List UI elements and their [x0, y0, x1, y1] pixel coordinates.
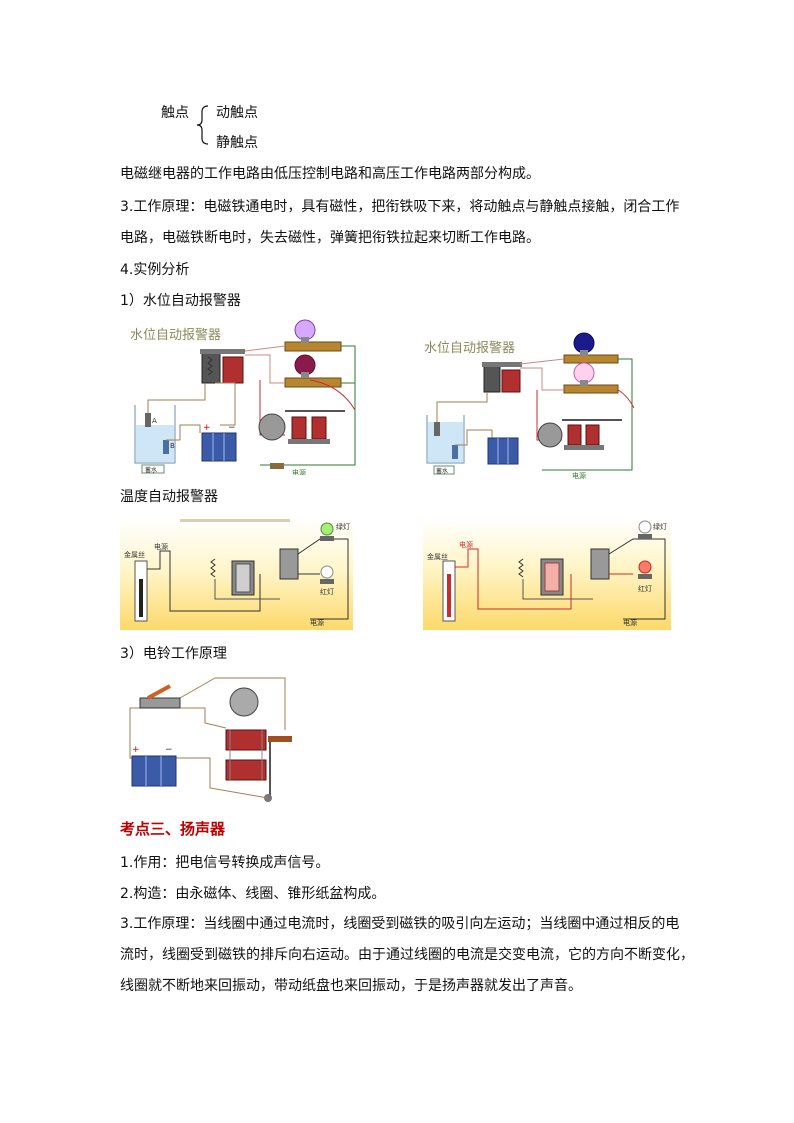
touch-point-label: 触点 [161, 105, 189, 121]
red-lamp-icon-1 [320, 565, 334, 579]
green-lamp-off-icon [638, 520, 652, 534]
temp-alarm-diagram-2: 金属丝 电源 绿灯 红灯 电源 [423, 519, 671, 630]
svg-text:电源: 电源 [623, 618, 637, 627]
bell-dome-icon [229, 687, 259, 717]
section3-title: 考点三、扬声器 [120, 820, 226, 838]
red-lamp-label-2: 红灯 [638, 584, 652, 593]
svg-text:电源: 电源 [154, 542, 168, 551]
svg-text:电源: 电源 [459, 540, 473, 549]
water-alarm-diagram-2: 水位自动报警器 蓄水 [422, 330, 642, 480]
tank-label-1: 蓄水 [145, 466, 157, 474]
green-lamp-label-2: 绿灯 [653, 522, 667, 531]
battery-icon-1 [201, 432, 237, 462]
speaker-item-3-line-3: 线圈就不断地来回振动，带动纸盘也来回振动，于是扬声器就发出了声音。 [120, 978, 582, 994]
example-heading: 4.实例分析 [120, 262, 190, 278]
green-lamp-icon [320, 522, 334, 536]
bell-heading: 3）电铃工作原理 [120, 646, 227, 662]
speaker-item-3-line-2: 流时，线圈受到磁铁的排斥向右运动。由于通过线圈的电流是交变电流，它的方向不断变化… [120, 947, 694, 963]
water-alarm-heading: 1）水位自动报警器 [120, 293, 241, 309]
temp-alarm-heading: 温度自动报警器 [120, 489, 218, 505]
static-contact-label: 静触点 [216, 135, 258, 151]
svg-text:−: − [228, 423, 236, 433]
power-label-1: 电源 [292, 468, 306, 475]
tank-label-2: 蓄水 [436, 467, 448, 475]
switch-icon [139, 697, 181, 709]
label-b: B [170, 442, 175, 450]
speaker-item-1: 1.作用：把电信号转换成声信号。 [120, 855, 330, 871]
label-a: A [152, 417, 157, 425]
moving-contact-label: 动触点 [216, 105, 258, 121]
battery-icon-3 [131, 755, 177, 787]
svg-text:+: + [203, 423, 211, 433]
speaker-item-2: 2.构造：由永磁体、线圈、锥形纸盆构成。 [120, 886, 386, 902]
water-alarm-diagram-1: 水位自动报警器 [120, 315, 370, 475]
svg-text:−: − [165, 745, 173, 755]
red-lamp-on-icon [638, 560, 652, 574]
red-lamp-label-1: 红灯 [320, 587, 334, 596]
green-lamp-label-1: 绿灯 [336, 522, 350, 531]
metal-wire-label-1: 金属丝 [124, 550, 145, 559]
electric-bell-diagram: + − [120, 668, 305, 808]
water-alarm-title-2: 水位自动报警器 [424, 340, 515, 356]
speaker-item-3-line-1: 3.工作原理：当线圈中通过电流时，线圈受到磁铁的吸引向左运动；当线圈中通过相反的… [120, 916, 680, 932]
temp-alarm-diagram-1: 金属丝 电源 绿灯 红灯 电源 [120, 519, 353, 630]
principle-line-1: 3.工作原理：电磁铁通电时，具有磁性，把衔铁吸下来，将动触点与静触点接触，闭合工… [120, 199, 680, 215]
principle-line-2: 电路，电磁铁断电时，失去磁性，弹簧把衔铁拉起来切断工作电路。 [120, 230, 540, 246]
battery-icon-2 [487, 437, 519, 465]
power-label-2: 电源 [572, 471, 586, 480]
svg-text:+: + [132, 745, 140, 755]
relay-circuit-text: 电磁继电器的工作电路由低压控制电路和高压工作电路两部分构成。 [120, 166, 540, 182]
water-alarm-title-1: 水位自动报警器 [130, 327, 221, 343]
svg-text:电源: 电源 [310, 618, 324, 627]
metal-wire-label-2: 金属丝 [427, 552, 448, 561]
brace-icon [196, 105, 209, 145]
